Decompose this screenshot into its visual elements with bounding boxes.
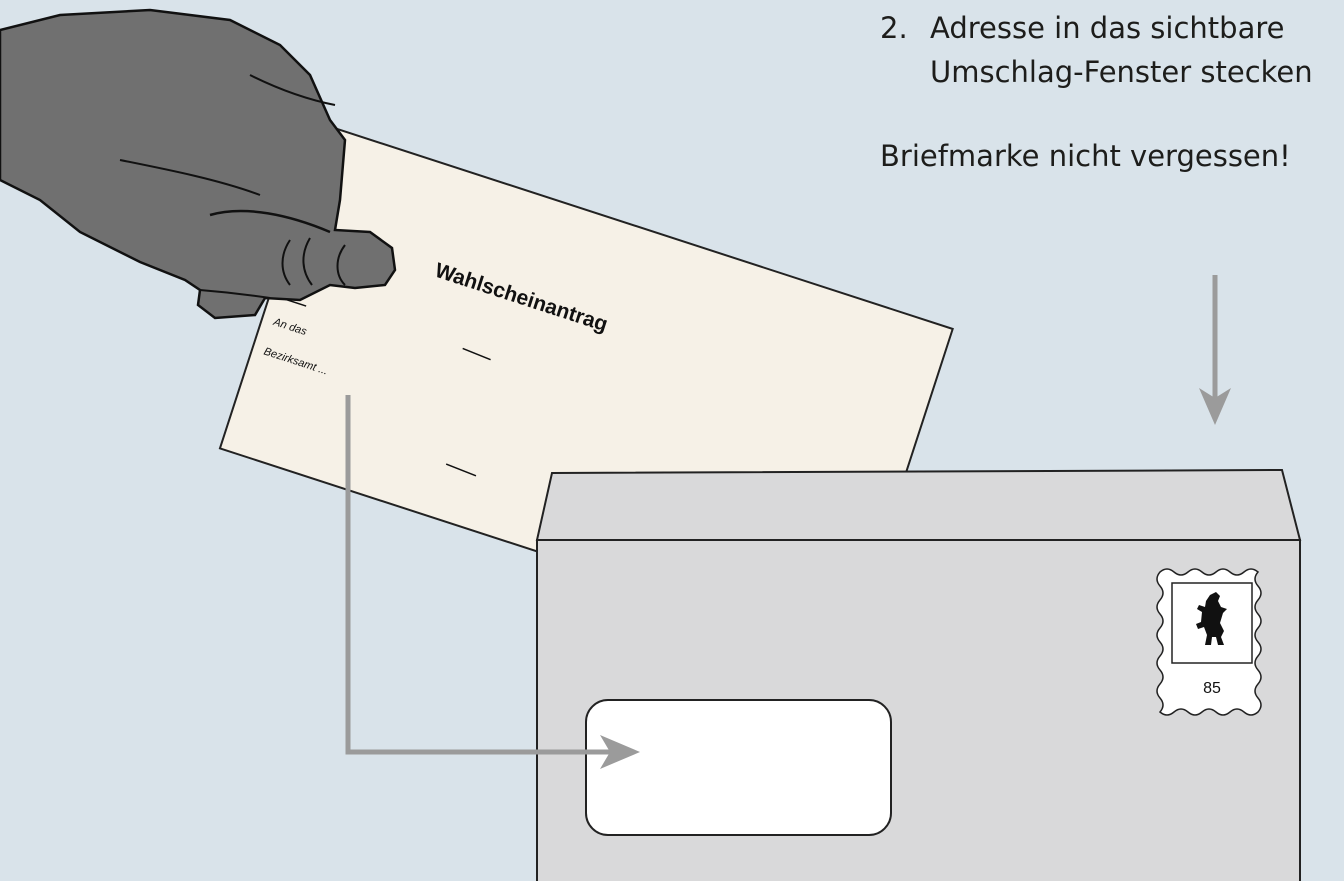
arrow-head <box>600 735 640 769</box>
thumbnail-line <box>336 244 346 286</box>
finger-line <box>119 159 261 196</box>
knuckle-line <box>302 237 313 286</box>
arrow-head <box>1199 388 1231 425</box>
finger-line <box>209 209 331 234</box>
reminder-text: Briefmarke nicht vergessen! <box>880 139 1291 173</box>
card-mark <box>445 463 477 477</box>
envelope-window <box>585 699 892 836</box>
stamp-value: 85 <box>1203 680 1221 697</box>
hand-illustration <box>0 8 397 320</box>
berlin-bear-icon <box>1196 592 1227 645</box>
step-text-line1: Adresse in das sichtbare <box>930 11 1285 45</box>
knuckle-line <box>281 239 291 286</box>
arrow-line <box>345 395 610 755</box>
card-mark <box>462 347 491 361</box>
finger-line <box>199 289 271 299</box>
envelope-flap <box>535 468 1302 541</box>
postage-stamp: 85 <box>1156 568 1262 716</box>
finger-line <box>249 74 336 106</box>
stamp-arrow <box>1199 275 1231 425</box>
step-number: 2. <box>880 11 908 45</box>
address-arrow <box>345 395 640 769</box>
step-text-line2: Umschlag-Fenster stecken <box>930 55 1313 89</box>
hand-shape <box>0 8 397 320</box>
